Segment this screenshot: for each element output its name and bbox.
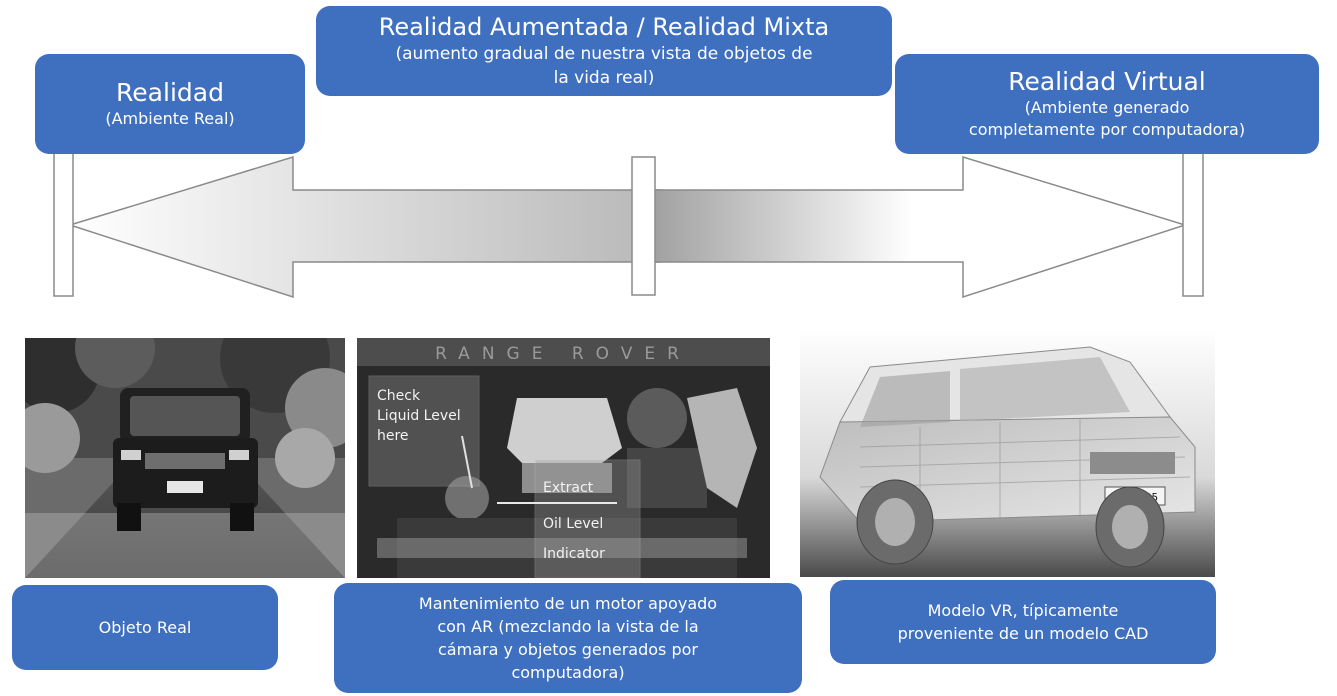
objeto-real-text: Objeto Real [98,618,192,637]
left-arrow [67,155,661,299]
right-post [1182,149,1204,297]
vr-title: Realidad Virtual [1008,67,1206,96]
overlay1-line2: Liquid Level [377,408,461,424]
left-post [53,149,74,297]
vr-caption-line1: Modelo VR, típicamente [927,601,1119,620]
vr-car-model-image: FHA 235 [800,327,1215,577]
overlay2-line1: Extract [543,480,594,496]
motor-line4: computadora) [511,663,625,682]
continuum-arrow [53,149,1204,299]
realidad-title: Realidad [116,78,224,107]
brand-text: RANGE ROVER [435,344,691,364]
right-arrow [639,155,1188,299]
middle-post [631,156,656,296]
motor-line2: con AR (mezclando la vista de la [437,617,699,636]
overlay1-line1: Check [377,388,421,404]
overlay2-line2: Oil Level [543,516,603,532]
vr-label-box: Realidad Virtual (Ambiente generado comp… [895,54,1319,154]
ar-title: Realidad Aumentada / Realidad Mixta [378,13,830,41]
ar-label-box: Realidad Aumentada / Realidad Mixta (aum… [316,6,892,96]
overlay1-line3: here [377,428,409,444]
motor-line3: cámara y objetos generados por [438,640,698,659]
overlay2-line3: Indicator [543,546,605,562]
objeto-real-caption: Objeto Real [12,585,278,670]
ar-subtitle-line2: la vida real) [553,68,655,88]
realidad-subtitle: (Ambiente Real) [105,109,235,128]
ar-engine-photo: RANGE ROVER Check Liquid Level here Extr… [357,338,770,578]
realidad-label-box: Realidad (Ambiente Real) [35,54,305,154]
vr-caption-line2: proveniente de un modelo CAD [897,624,1149,643]
vr-subtitle-line2: completamente por computadora) [968,120,1246,139]
real-car-photo [25,338,345,578]
motor-line1: Mantenimiento de un motor apoyado [418,594,718,613]
ar-subtitle-line1: (aumento gradual de nuestra vista de obj… [395,44,813,64]
vr-subtitle-line1: (Ambiente generado [1024,98,1190,117]
modelo-vr-caption: Modelo VR, típicamente proveniente de un… [830,580,1216,664]
motor-ar-caption: Mantenimiento de un motor apoyado con AR… [334,583,802,693]
